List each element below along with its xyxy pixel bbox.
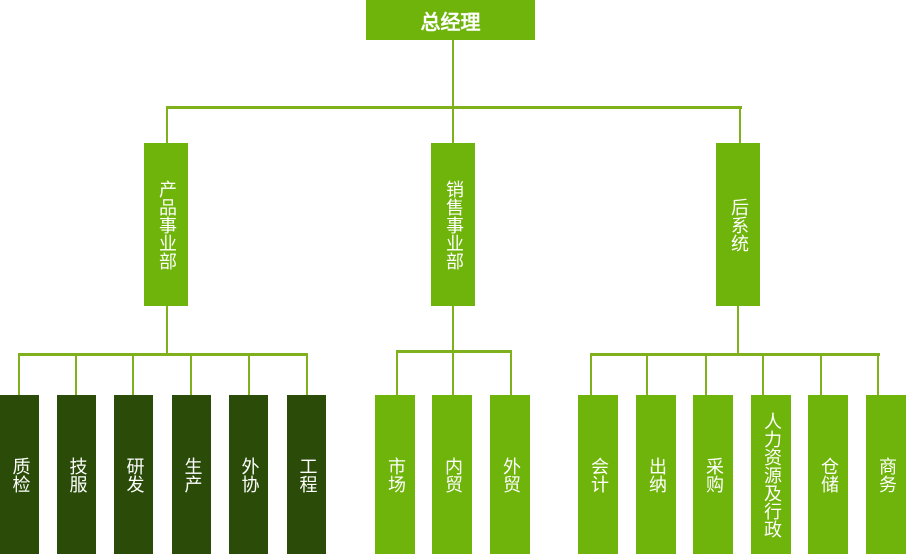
connector-leaf-2-3 [510,350,512,395]
leaf-node-label: 外协 [238,456,260,493]
leaf-node: 人力资源及行政 [751,395,791,554]
leaf-node-label: 商务 [876,456,897,493]
connector-leaf-1-3 [132,353,134,395]
leaf-node-label: 内贸 [442,456,463,493]
dept-node-sales: 销售事业部 [431,143,475,306]
leaf-node-label: 人力资源及行政 [761,411,782,538]
connector-dept1-up [166,106,168,144]
connector-leaf-1-1 [18,353,20,395]
connector-leaf-1-6 [306,353,308,395]
connector-dept3-bus [590,353,880,356]
leaf-node: 工程 [287,395,326,554]
connector-leaf-1-4 [190,353,192,395]
connector-leaf-2-2 [452,350,454,395]
leaf-node-label: 外贸 [500,456,521,493]
connector-dept-bus [166,106,742,109]
connector-leaf-2-1 [396,350,398,395]
leaf-node: 外协 [229,395,268,554]
connector-leaf-1-2 [75,353,77,395]
connector-dept1-bus [18,353,308,356]
leaf-node: 生产 [172,395,211,554]
leaf-node-label: 会计 [588,456,609,493]
connector-dept1-down [166,305,168,355]
leaf-node: 出纳 [636,395,676,554]
connector-leaf-3-6 [877,353,879,395]
leaf-node-label: 工程 [296,456,318,493]
connector-leaf-3-2 [646,353,648,395]
leaf-node: 采购 [693,395,733,554]
dept-node-backoffice: 后系统 [716,143,760,306]
leaf-node: 技服 [57,395,96,554]
leaf-node: 研发 [114,395,153,554]
connector-leaf-1-5 [248,353,250,395]
dept-node-product: 产品事业部 [144,143,188,306]
leaf-node-label: 市场 [385,456,406,493]
leaf-node: 仓储 [808,395,848,554]
leaf-node: 外贸 [490,395,530,554]
leaf-node-label: 研发 [123,456,145,493]
leaf-node-label: 质检 [9,456,31,493]
connector-dept2-down [452,305,454,352]
connector-leaf-3-4 [762,353,764,395]
connector-leaf-3-3 [705,353,707,395]
dept-node-label: 销售事业部 [443,179,464,270]
root-node: 总经理 [366,0,535,40]
leaf-node: 质检 [0,395,39,554]
connector-dept2-bus [396,350,512,353]
leaf-node: 商务 [866,395,906,554]
dept-node-label: 产品事业部 [156,179,177,270]
leaf-node-label: 出纳 [646,456,667,493]
connector-leaf-3-1 [590,353,592,395]
connector-leaf-3-5 [820,353,822,395]
leaf-node-label: 生产 [181,456,203,493]
connector-dept3-up [739,106,741,144]
leaf-node: 会计 [578,395,618,554]
root-node-label: 总经理 [420,9,481,34]
leaf-node-label: 采购 [703,456,724,493]
leaf-node-label: 技服 [66,456,88,493]
connector-dept2-up [452,106,454,144]
connector-dept3-down [737,305,739,355]
connector-root-down [452,40,454,108]
leaf-node-label: 仓储 [818,456,839,493]
leaf-node: 内贸 [432,395,472,554]
leaf-node: 市场 [375,395,415,554]
dept-node-label: 后系统 [728,197,749,252]
